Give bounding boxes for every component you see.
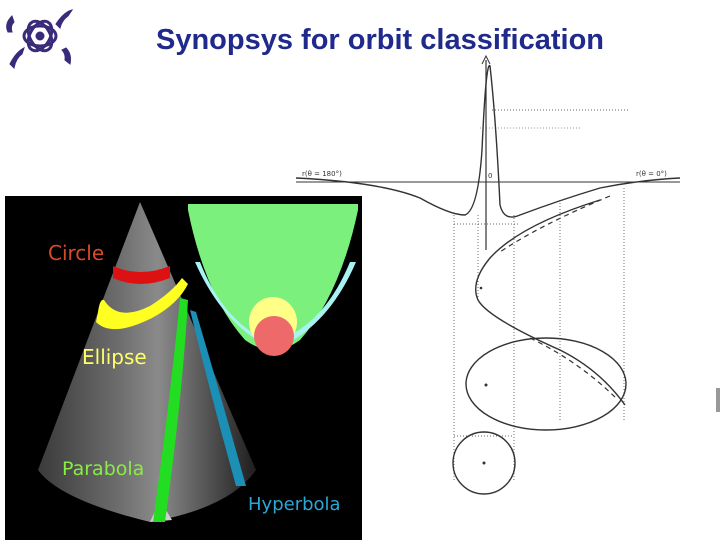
plot-right-label: r(θ = 0°) [636, 170, 667, 178]
parabola-region [188, 204, 358, 350]
atom-lizard-logo [6, 9, 74, 70]
label-parabola: Parabola [62, 458, 144, 480]
parabola-curve [475, 199, 626, 406]
cone [38, 202, 256, 522]
label-circle: Circle [48, 241, 104, 265]
plot-left-label: r(θ = 180°) [302, 170, 342, 178]
label-ellipse: Ellipse [82, 345, 147, 369]
ellipse-section [96, 278, 188, 330]
potential-curve [295, 65, 681, 218]
plot-center-label: 0 [488, 172, 492, 180]
circle-section [113, 266, 170, 284]
hyperbola-section [190, 310, 246, 486]
ellipse-orbit [465, 337, 627, 431]
edge-marker [716, 388, 720, 412]
parabola-section [153, 298, 188, 522]
label-hyperbola: Hyperbola [248, 494, 341, 515]
circle-region [254, 316, 294, 356]
potential-plot [295, 54, 681, 495]
slide-title: Synopsys for orbit classification [156, 24, 604, 56]
circle-orbit [452, 431, 516, 495]
